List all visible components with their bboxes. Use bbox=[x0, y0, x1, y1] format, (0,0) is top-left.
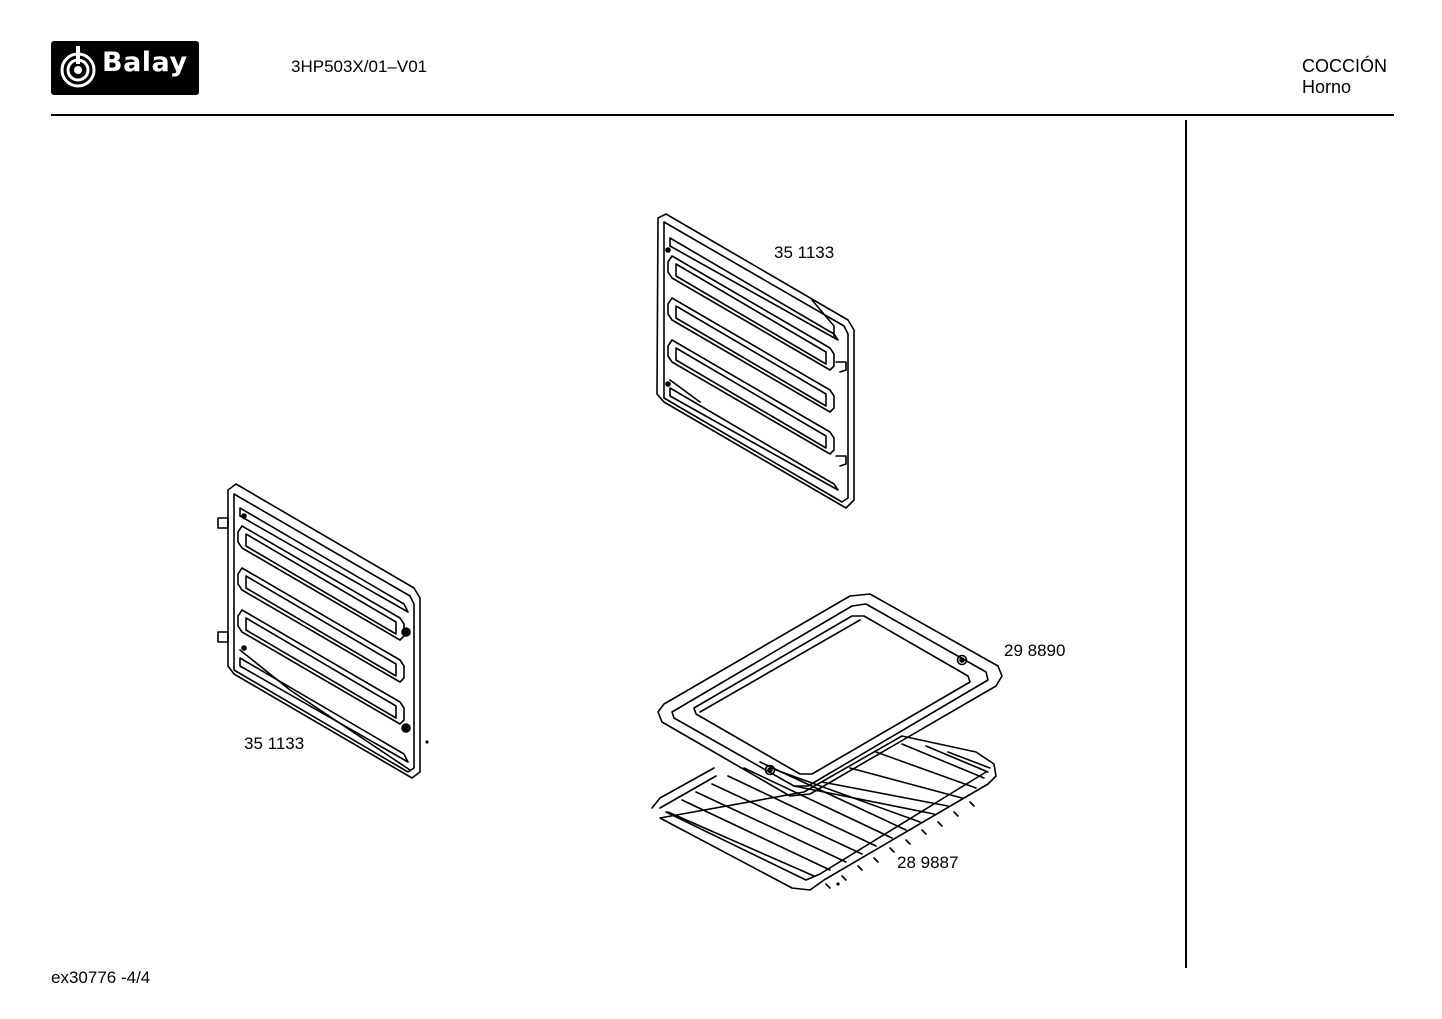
side-rack-left bbox=[217, 483, 421, 779]
drawing-code: ex30776 -4/4 bbox=[51, 968, 151, 987]
category-subtitle: Horno bbox=[1302, 77, 1352, 97]
category-block: COCCIÓN Horno bbox=[1302, 56, 1387, 98]
brand-name: Balay bbox=[102, 47, 188, 78]
model-number: 3HP503X/01–V01 bbox=[291, 57, 428, 76]
wire-grill bbox=[651, 735, 997, 891]
header-divider bbox=[51, 114, 1394, 116]
side-rack-top bbox=[656, 213, 855, 509]
brand-emblem-icon bbox=[60, 46, 96, 88]
part-number-rack-top: 35 1133 bbox=[774, 243, 835, 262]
baking-tray bbox=[657, 593, 1003, 797]
category-title: COCCIÓN bbox=[1302, 56, 1387, 76]
part-number-grill: 28 9887 bbox=[897, 853, 959, 872]
part-number-tray: 29 8890 bbox=[1004, 641, 1066, 660]
balay-logo: Balay bbox=[51, 41, 199, 95]
side-divider bbox=[1185, 120, 1187, 968]
part-number-rack-left: 35 1133 bbox=[244, 734, 305, 753]
